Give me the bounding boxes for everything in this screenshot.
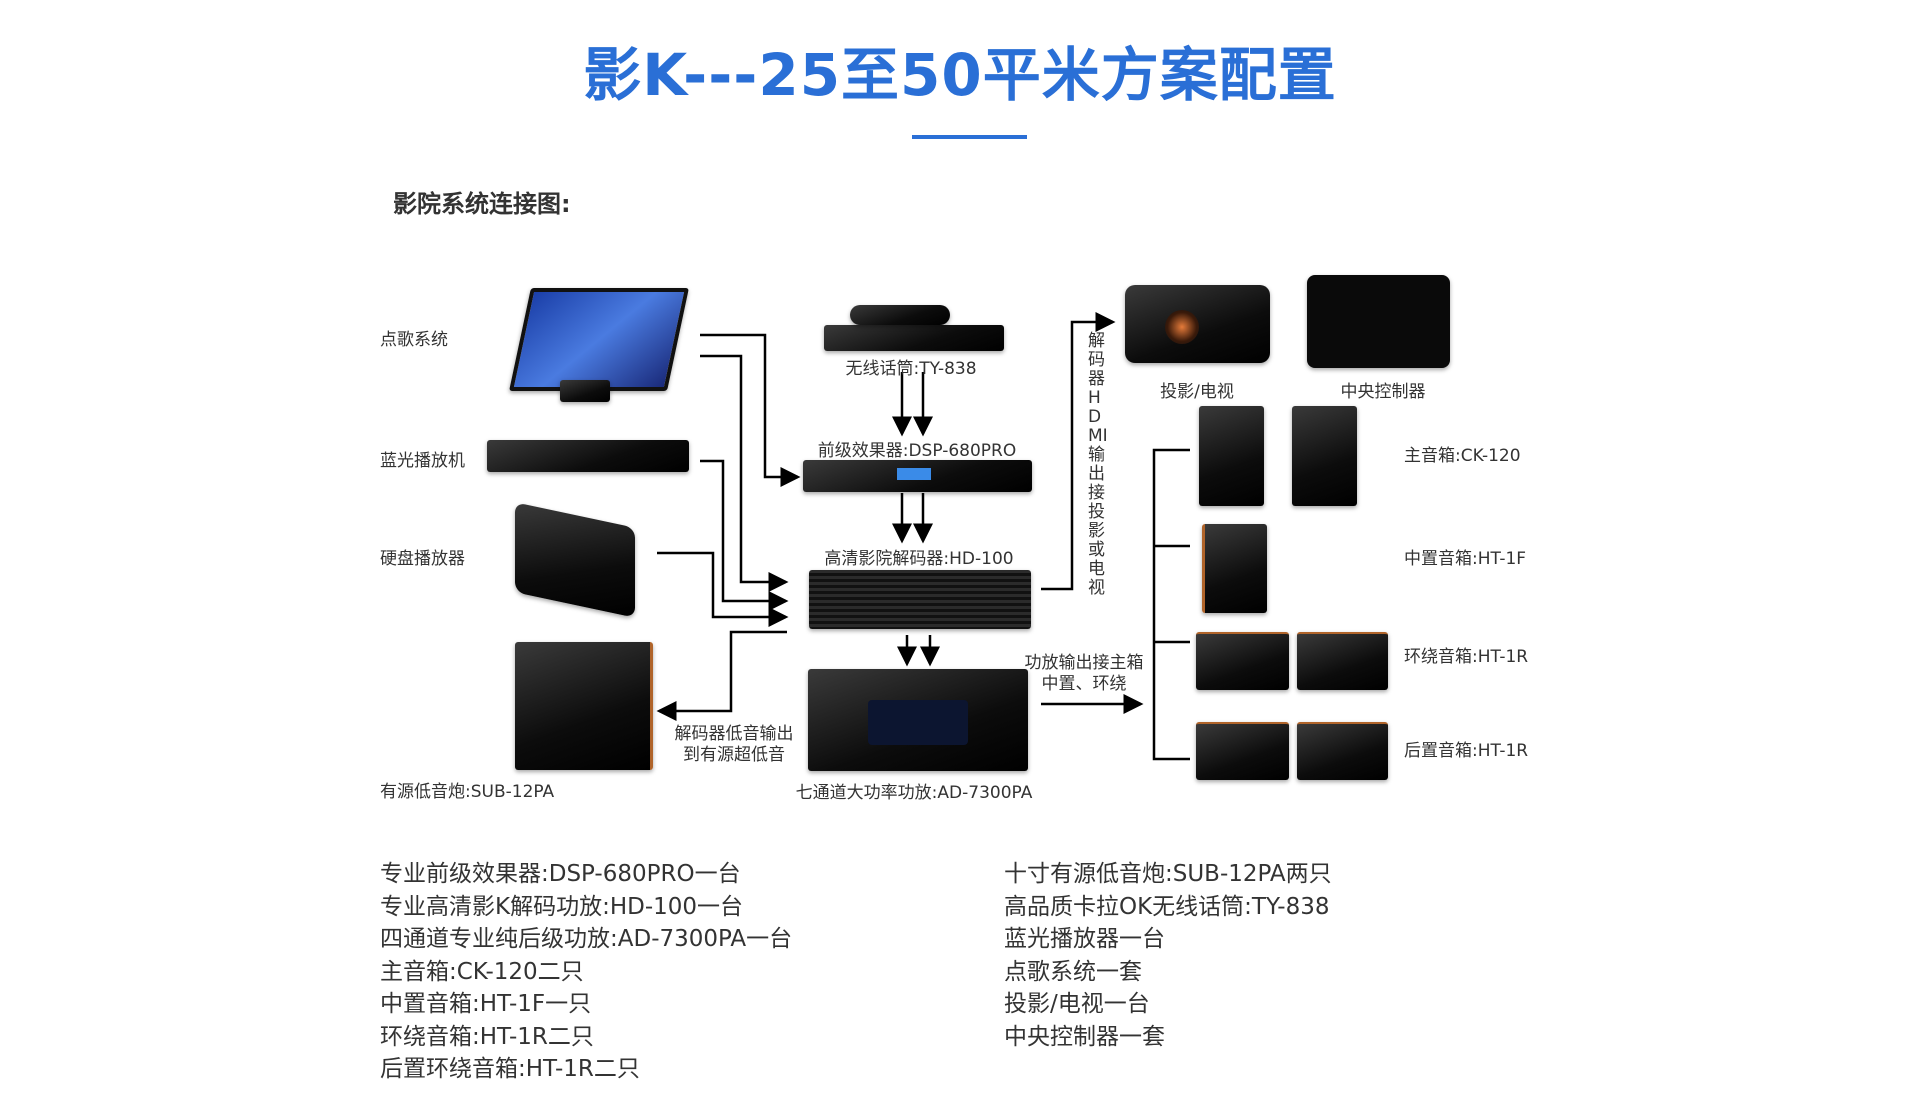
- tablet-stand: [560, 380, 610, 402]
- list-item: 十寸有源低音炮:SUB-12PA两只: [1004, 861, 1332, 887]
- list-item: 投影/电视一台: [1004, 991, 1150, 1017]
- line-decoder-to-sub: [656, 630, 787, 721]
- mic-receiver-image: [824, 325, 1004, 351]
- label-dsp: 前级效果器:DSP-680PRO: [817, 441, 1017, 461]
- label-bluray: 蓝光播放机: [380, 451, 465, 471]
- rear-speaker-left-image: [1196, 722, 1289, 780]
- label-controller: 中央控制器: [1340, 382, 1426, 402]
- controller-image: [1307, 275, 1450, 368]
- list-item: 环绕音箱:HT-1R二只: [380, 1023, 594, 1050]
- label-subwoofer: 有源低音炮:SUB-12PA: [380, 782, 555, 802]
- label-rear-speaker: 后置音箱:HT-1R: [1404, 741, 1529, 761]
- list-item: 专业高清影K解码功放:HD-100一台: [380, 893, 744, 920]
- center-speaker-image: [1202, 524, 1267, 613]
- label-hdd-player: 硬盘播放器: [380, 549, 465, 569]
- dsp-display: [897, 468, 931, 480]
- label-surround-speaker: 环绕音箱:HT-1R: [1404, 647, 1529, 667]
- list-item: 专业前级效果器:DSP-680PRO一台: [380, 861, 741, 887]
- main-speaker-left-image: [1199, 406, 1264, 506]
- surround-speaker-left-image: [1196, 632, 1289, 690]
- line-song-to-dsp: [700, 333, 801, 487]
- list-item: 四通道专业纯后级功放:AD-7300PA一台: [380, 926, 793, 952]
- subwoofer-image: [515, 642, 653, 770]
- line-bluray-to-decoder: [700, 459, 789, 611]
- line-hdd-to-decoder: [657, 551, 789, 627]
- song-system-tablet-image: [509, 288, 689, 391]
- config-list-right: 十寸有源低音炮:SUB-12PA两只 高品质卡拉OK无线话筒:TY-838 蓝光…: [1004, 858, 1332, 1053]
- amp-meter: [868, 700, 968, 745]
- surround-speaker-right-image: [1297, 632, 1388, 690]
- list-item: 主音箱:CK-120二只: [380, 958, 584, 985]
- list-item: 点歌系统一套: [1004, 958, 1142, 985]
- line-song-to-decoder: [700, 354, 789, 592]
- label-main-speaker: 主音箱:CK-120: [1404, 446, 1521, 466]
- amp-note-line1: 功放输出接主箱: [1024, 653, 1144, 673]
- list-item: 中置音箱:HT-1F一只: [380, 991, 592, 1017]
- amp-note-line2: 中置、环绕: [1041, 674, 1127, 694]
- label-center-speaker: 中置音箱:HT-1F: [1404, 549, 1527, 569]
- microphones-image: [850, 305, 950, 325]
- section-heading: 影院系统连接图:: [393, 190, 571, 218]
- sub-note-line2: 到有源超低音: [683, 745, 785, 765]
- list-item: 蓝光播放器一台: [1004, 926, 1165, 952]
- label-mic: 无线话筒:TY-838: [845, 359, 977, 379]
- config-list-left: 专业前级效果器:DSP-680PRO一台 专业高清影K解码功放:HD-100一台…: [380, 858, 792, 1086]
- list-item: 高品质卡拉OK无线话筒:TY-838: [1004, 893, 1330, 920]
- title-underline: [912, 135, 1027, 139]
- label-decoder: 高清影院解码器:HD-100: [824, 549, 1014, 569]
- label-projector: 投影/电视: [1160, 382, 1234, 402]
- hdmi-note: 解码器HDMI输出接投影或电视: [1088, 331, 1108, 598]
- main-speaker-right-image: [1292, 406, 1357, 506]
- line-hdmi-to-projector: [1041, 312, 1116, 591]
- rear-speaker-right-image: [1297, 722, 1388, 780]
- projector-lens: [1165, 310, 1199, 344]
- list-item: 中央控制器一套: [1004, 1023, 1165, 1050]
- label-song-system: 点歌系统: [380, 330, 448, 350]
- speaker-bracket: [1152, 448, 1190, 761]
- page-title: 影K---25至50平米方案配置: [583, 41, 1337, 109]
- bluray-player-image: [487, 440, 689, 472]
- label-amp: 七通道大功率功放:AD-7300PA: [795, 783, 1033, 803]
- decoder-image: [809, 570, 1031, 629]
- sub-note-line1: 解码器低音输出: [674, 724, 794, 744]
- list-item: 后置环绕音箱:HT-1R二只: [380, 1056, 640, 1082]
